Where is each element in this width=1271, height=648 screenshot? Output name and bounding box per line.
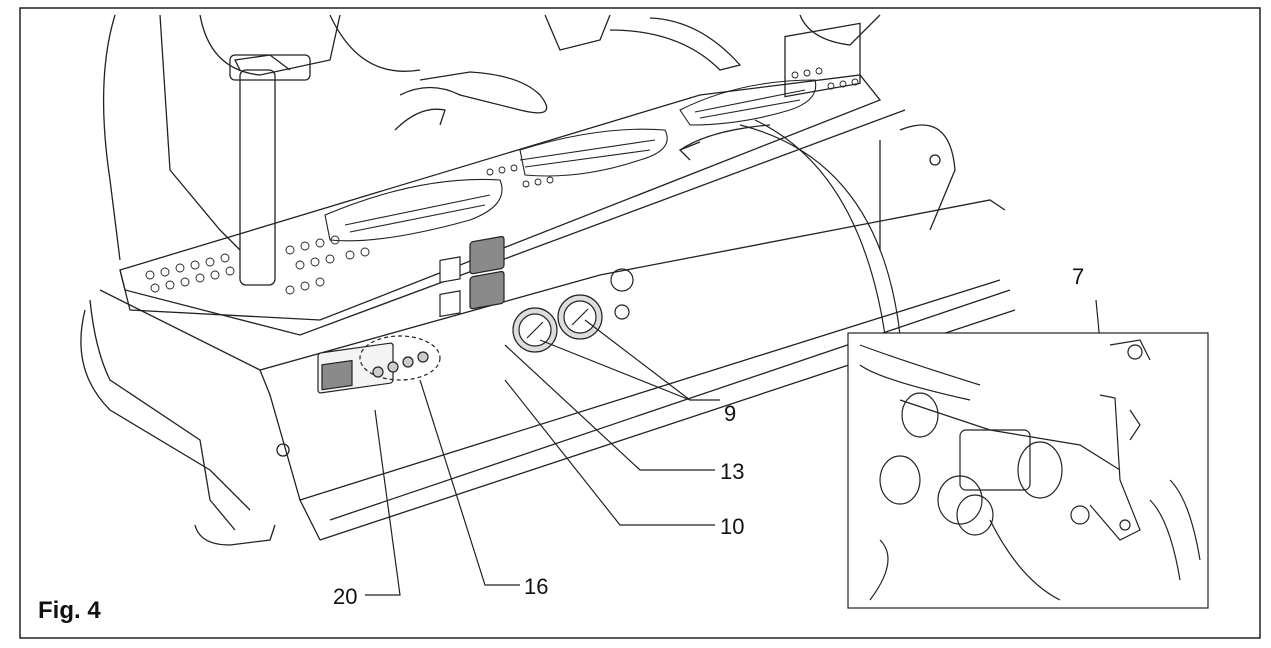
drip-tray-holes: [145, 67, 859, 295]
callout-13: 13: [720, 459, 745, 484]
figure-border: [19, 7, 1261, 639]
callout-9: 9: [724, 401, 737, 426]
drip-grates: [324, 79, 817, 242]
leader-lines: [365, 119, 1106, 596]
switch-10: [469, 271, 505, 310]
callout-16: 16: [524, 574, 549, 599]
indicator-lights-group: [359, 335, 441, 381]
control-panel: [317, 236, 634, 394]
switch-13: [469, 236, 505, 275]
figure-label: Fig. 4: [38, 597, 101, 624]
callout-10: 10: [720, 514, 745, 539]
valve-detail-inset: [847, 332, 1209, 609]
direction-arrow-icon: [678, 124, 771, 161]
callout-20: 20: [333, 584, 358, 609]
callout-7: 7: [1072, 264, 1085, 289]
